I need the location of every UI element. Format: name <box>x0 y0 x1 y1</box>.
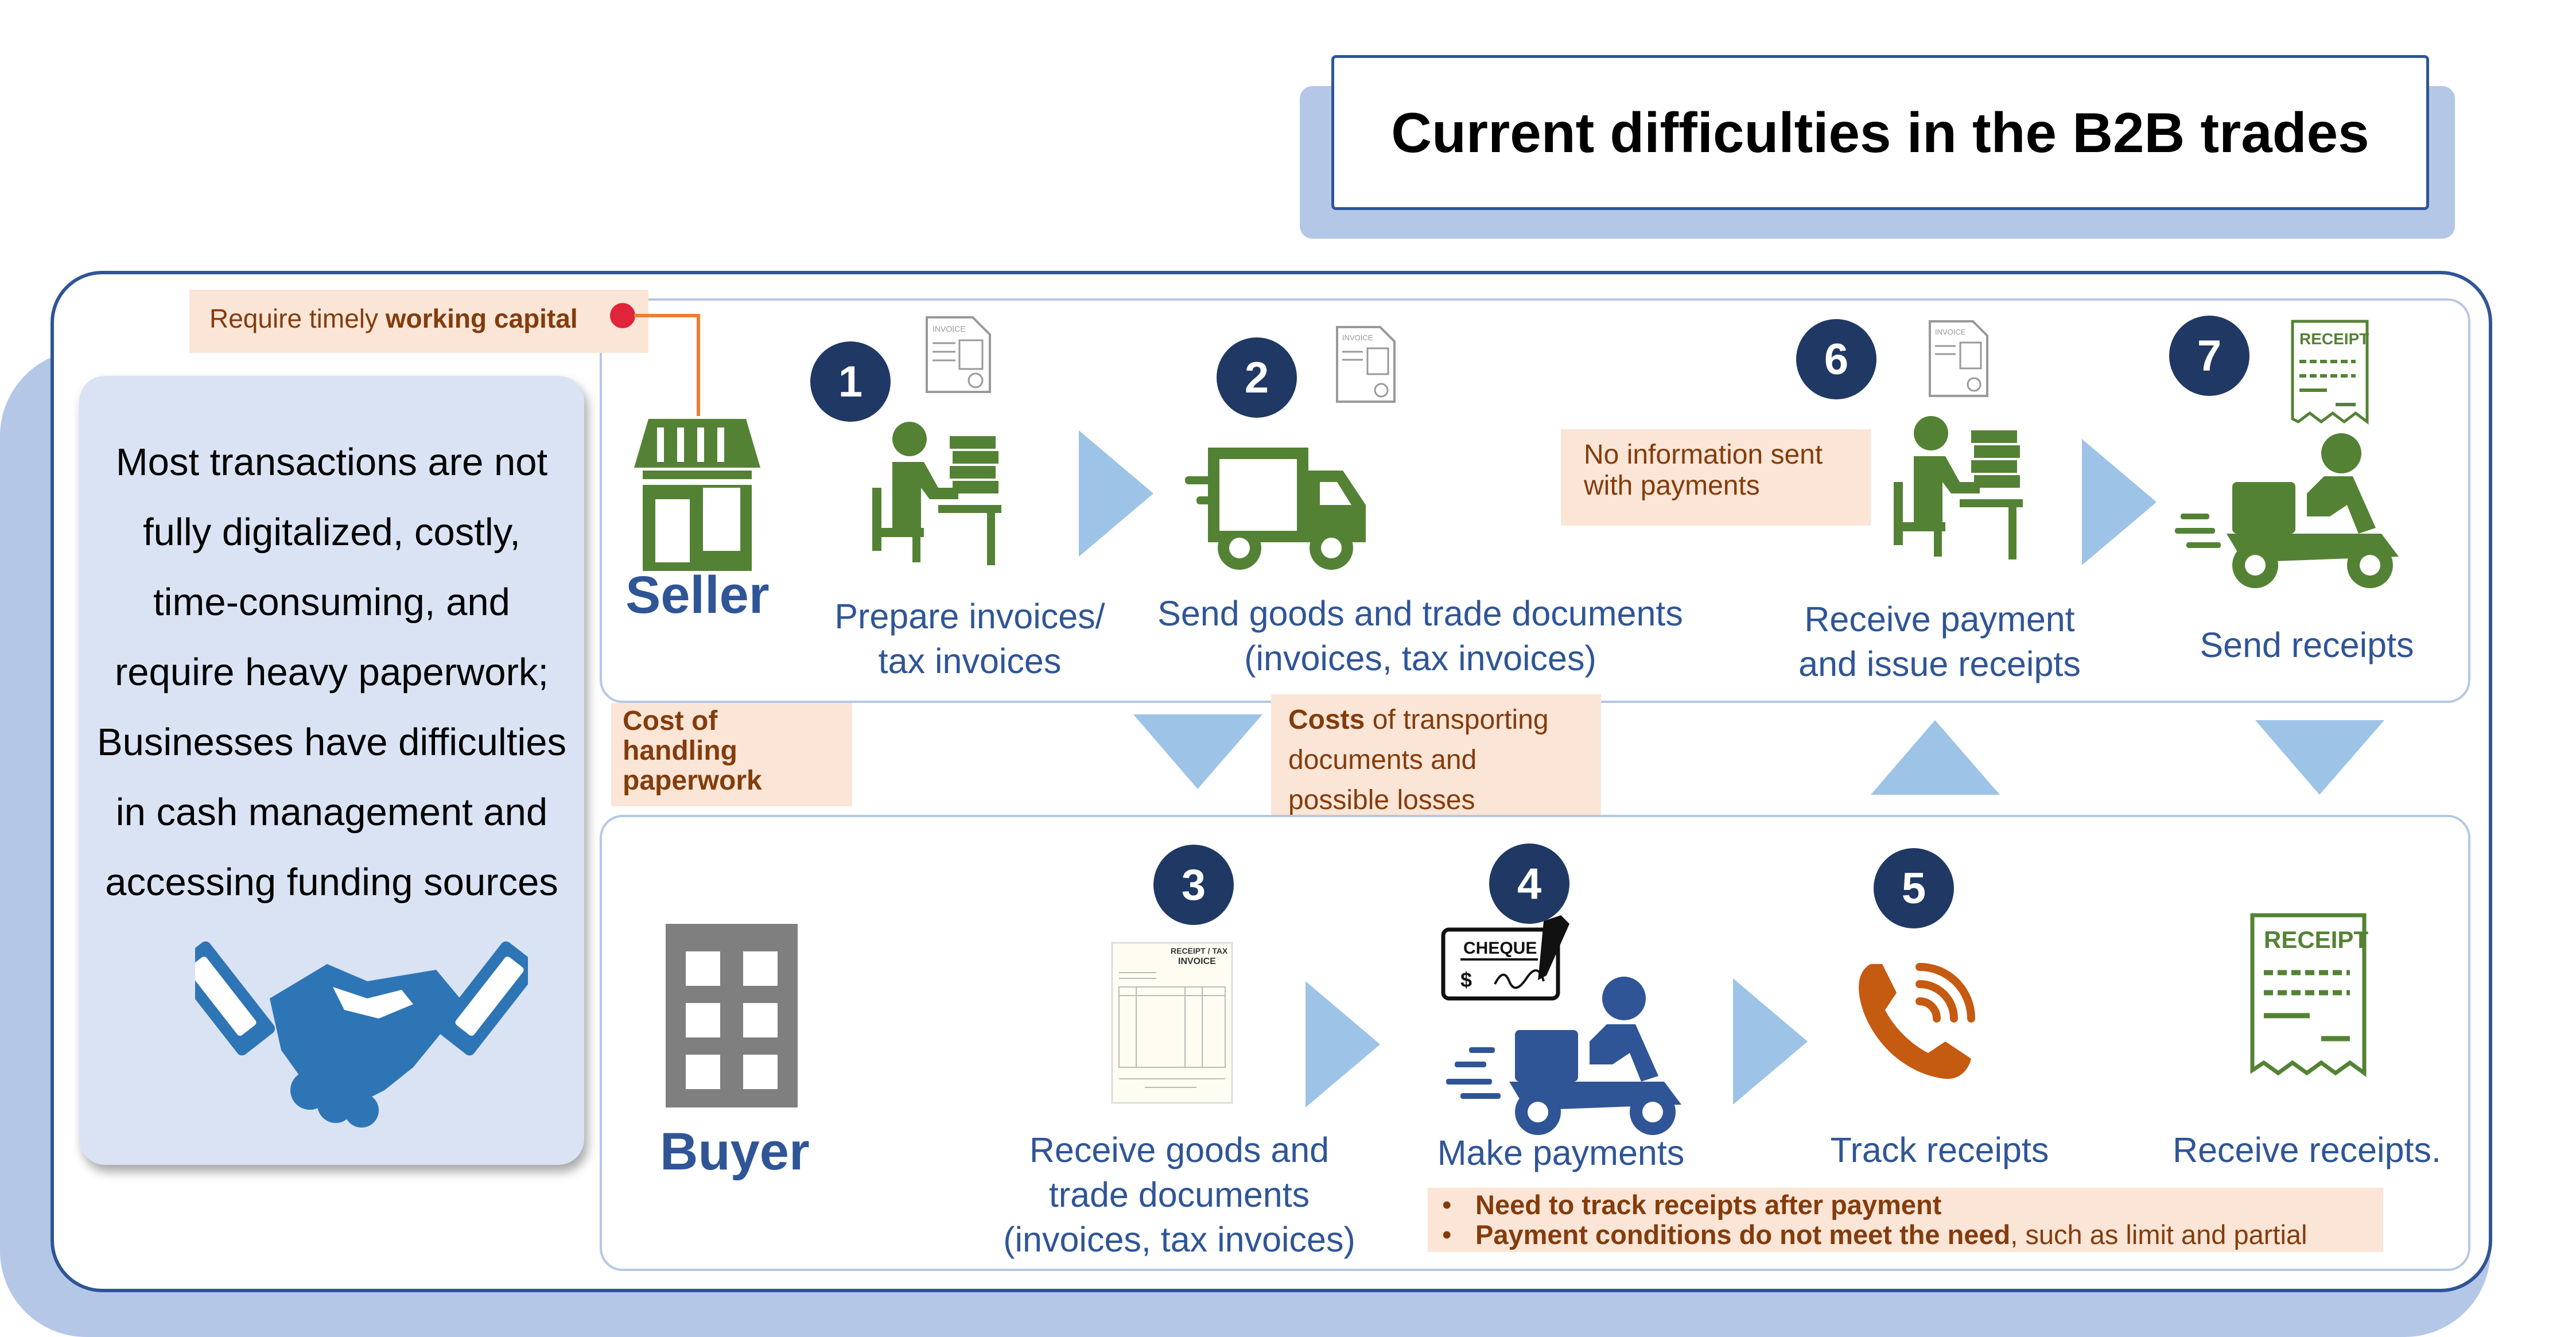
delivery-truck-icon <box>1185 448 1366 570</box>
transport-cost-line: documents and <box>1288 745 1477 775</box>
paperwork-cost-line: handling <box>623 736 737 766</box>
summary-line: time-consuming, and <box>153 581 510 624</box>
arrow-right-icon <box>1306 981 1380 1107</box>
phone-icon <box>1859 963 1975 1079</box>
alert-dot-icon <box>610 303 635 328</box>
invoice-doc-caption: INVOICE <box>1935 328 1966 336</box>
step-5-badge: 5 <box>1874 848 1954 928</box>
step-7-badge: 7 <box>2169 316 2249 396</box>
step-4-badge: 4 <box>1489 844 1569 924</box>
receipt-caption: RECEIPT <box>2299 330 2369 348</box>
transport-cost-note: Costs of transporting documents and poss… <box>1271 694 1601 815</box>
person-desk-icon <box>872 422 1001 565</box>
step-3-badge: 3 <box>1153 845 1234 925</box>
payment-issue-item: •Need to track receipts after payment <box>1442 1190 1942 1220</box>
receipt-icon: RECEIPT <box>2250 913 2368 1077</box>
step-6-label-line: Receive payment <box>1804 600 2075 639</box>
summary-line: Businesses have difficulties <box>96 721 567 764</box>
shop-icon <box>634 419 760 571</box>
arrow-down-icon <box>2255 720 2384 795</box>
invoice-doc-icon: INVOICE <box>1929 320 1988 397</box>
step-1-label: Prepare invoices/ tax invoices <box>815 594 1125 683</box>
cheque-caption: CHEQUE <box>1463 939 1537 958</box>
step-2-label: Send goods and trade documents (invoices… <box>1136 591 1704 681</box>
receipt-caption: RECEIPT <box>2264 926 2368 953</box>
arrow-right-icon <box>1733 978 1808 1105</box>
page-title: Current difficulties in the B2B trades <box>1391 100 2369 164</box>
payment-issue-bold: Need to track receipts after payment <box>1475 1190 1942 1220</box>
step-2-badge: 2 <box>1217 337 1297 418</box>
paperwork-cost-line: Cost of <box>623 706 718 736</box>
paperwork-cost-line: paperwork <box>623 765 762 796</box>
tax-invoice-doc-icon: RECEIPT / TAX INVOICE <box>1111 942 1233 1104</box>
step-6-badge: 6 <box>1796 319 1876 399</box>
step-1-label-line: Prepare invoices/ <box>834 597 1105 636</box>
step-3-label-line: trade documents <box>1048 1175 1310 1214</box>
working-capital-note: Require timely working capital <box>189 290 648 353</box>
delivery-scooter-icon <box>2175 433 2399 588</box>
no-information-line: No information sent <box>1584 440 1823 470</box>
summary-line: accessing funding sources <box>105 861 558 904</box>
paperwork-cost-note: Cost of handling paperwork <box>611 703 852 806</box>
step-6-label: Receive payment and issue receipts <box>1779 597 2100 686</box>
no-information-note: No information sent with payments <box>1561 429 1871 526</box>
summary-line: Most transactions are not <box>115 441 548 484</box>
payment-issue-item: •Payment conditions do not meet the need… <box>1442 1219 2307 1250</box>
payment-issues-note: •Need to track receipts after payment •P… <box>1428 1188 2383 1252</box>
summary-line: in cash management and <box>115 791 548 834</box>
step-4-label: Make payments <box>1437 1133 1685 1172</box>
building-icon <box>666 924 798 1107</box>
title-box: Current difficulties in the B2B trades <box>1331 55 2429 210</box>
step-1-label-line: tax invoices <box>878 642 1062 681</box>
cheque-dollar-sign: $ <box>1460 968 1472 992</box>
invoice-doc-icon: INVOICE <box>926 316 991 393</box>
payment-issue-bold: Payment conditions do not meet the need <box>1475 1219 2011 1250</box>
receipt-icon: RECEIPT <box>2291 320 2369 425</box>
working-capital-bold: working capital <box>385 304 578 333</box>
step-2-label-line: Send goods and trade documents <box>1157 594 1683 633</box>
summary-line: fully digitalized, costly, <box>143 511 520 554</box>
summary-line: require heavy paperwork; <box>114 651 549 694</box>
transport-cost-bold: Costs <box>1288 705 1365 735</box>
arrow-down-icon <box>1133 714 1262 789</box>
transport-cost-text: of transporting <box>1365 705 1549 735</box>
arrow-up-icon <box>1871 720 2000 795</box>
invoice-doc-caption: INVOICE <box>933 324 966 333</box>
step-7-label: Send receipts <box>2200 625 2414 664</box>
step-3-label-line: (invoices, tax invoices) <box>1003 1220 1355 1259</box>
tax-invoice-caption-2: INVOICE <box>1178 957 1216 966</box>
summary-text: Most transactions are not fully digitali… <box>85 427 578 918</box>
step-3-label-line: Receive goods and <box>1029 1130 1330 1169</box>
step-3-label: Receive goods and trade documents (invoi… <box>990 1128 1369 1262</box>
no-information-line: with payments <box>1584 471 1760 501</box>
arrow-right-icon <box>1079 430 1153 557</box>
cheque-icon: CHEQUE $ <box>1441 915 1569 1001</box>
payment-issue-text: , such as limit and partial <box>2010 1219 2307 1250</box>
step-6-label-line: and issue receipts <box>1798 644 2081 683</box>
arrow-right-icon <box>2082 439 2157 565</box>
handshake-icon <box>195 941 528 1128</box>
step-5-label: Track receipts <box>1830 1130 2049 1169</box>
connector-line <box>634 314 700 416</box>
working-capital-text: Require timely <box>209 304 386 333</box>
transport-cost-line: possible losses <box>1288 785 1475 815</box>
invoice-doc-icon: INVOICE <box>1336 326 1396 403</box>
step-1-badge: 1 <box>810 341 891 422</box>
final-step-label: Receive receipts. <box>2173 1130 2441 1169</box>
payment-scooter-icon <box>1446 977 1681 1135</box>
buyer-label: Buyer <box>660 1122 810 1181</box>
step-2-label-line: (invoices, tax invoices) <box>1244 639 1596 678</box>
person-desk-icon <box>1894 416 2023 559</box>
invoice-doc-caption: INVOICE <box>1342 333 1373 342</box>
tax-invoice-caption-1: RECEIPT / TAX <box>1171 946 1228 955</box>
seller-label: Seller <box>625 566 770 624</box>
